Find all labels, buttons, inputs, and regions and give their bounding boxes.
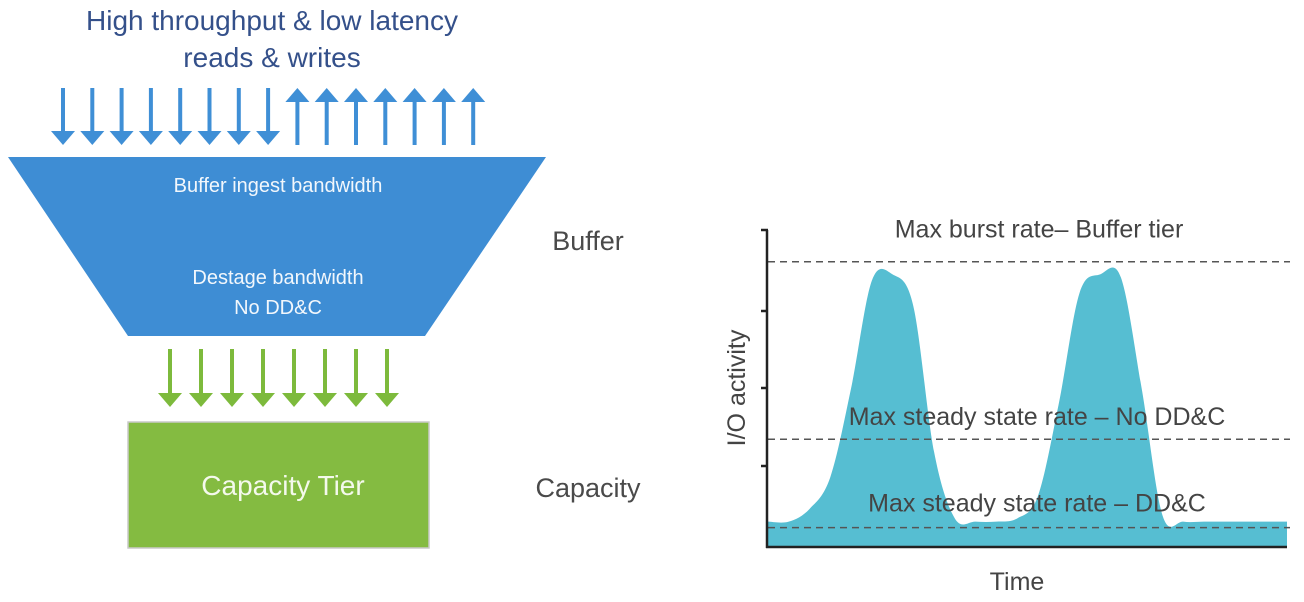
- reference-line-label: Max steady state rate – No DD&C: [849, 403, 1226, 431]
- down-arrow-icon: [197, 88, 222, 145]
- destage-arrow-icon: [158, 349, 182, 407]
- up-arrow-icon: [461, 88, 486, 145]
- buffer-side-label: Buffer: [552, 226, 624, 256]
- header-line-1: High throughput & low latency: [86, 5, 458, 36]
- reference-line-label: Max steady state rate – DD&C: [868, 490, 1206, 518]
- reference-line-label: Max burst rate– Buffer tier: [895, 216, 1184, 244]
- down-arrow-icon: [168, 88, 193, 145]
- down-arrow-icon: [256, 88, 281, 145]
- capacity-tier-label: Capacity Tier: [201, 470, 364, 501]
- destage-sublabel: No DD&C: [234, 297, 322, 319]
- destage-arrow-icon: [282, 349, 306, 407]
- down-arrow-icon: [138, 88, 163, 145]
- capacity-side-label: Capacity: [535, 473, 641, 503]
- destage-arrow-icon: [251, 349, 275, 407]
- down-arrow-icon: [109, 88, 134, 145]
- up-arrow-icon: [344, 88, 368, 145]
- destage-arrow-icon: [313, 349, 337, 407]
- buffer-ingest-label: Buffer ingest bandwidth: [174, 175, 383, 197]
- destage-arrows: [158, 349, 399, 407]
- up-arrow-icon: [431, 88, 456, 145]
- y-axis-ticks: [761, 228, 768, 468]
- down-arrow-icon: [226, 88, 251, 145]
- down-arrow-icon: [80, 88, 105, 145]
- down-arrow-icon: [51, 88, 75, 145]
- up-arrow-icon: [373, 88, 398, 145]
- destage-arrow-icon: [189, 349, 213, 407]
- capacity-tier-box: [127, 421, 430, 549]
- up-arrow-icon: [402, 88, 427, 145]
- destage-arrow-icon: [375, 349, 399, 407]
- destage-arrow-icon: [344, 349, 368, 407]
- up-arrow-icon: [285, 88, 310, 145]
- y-axis-label: I/O activity: [723, 329, 751, 446]
- header-line-2: reads & writes: [183, 42, 360, 73]
- destage-label: Destage bandwidth: [192, 267, 363, 289]
- up-arrow-icon: [314, 88, 339, 145]
- io-activity-area: [768, 267, 1287, 547]
- x-axis-label: Time: [990, 568, 1045, 596]
- buffer-funnel: [8, 157, 546, 336]
- io-arrows: [51, 88, 486, 145]
- destage-arrow-icon: [220, 349, 244, 407]
